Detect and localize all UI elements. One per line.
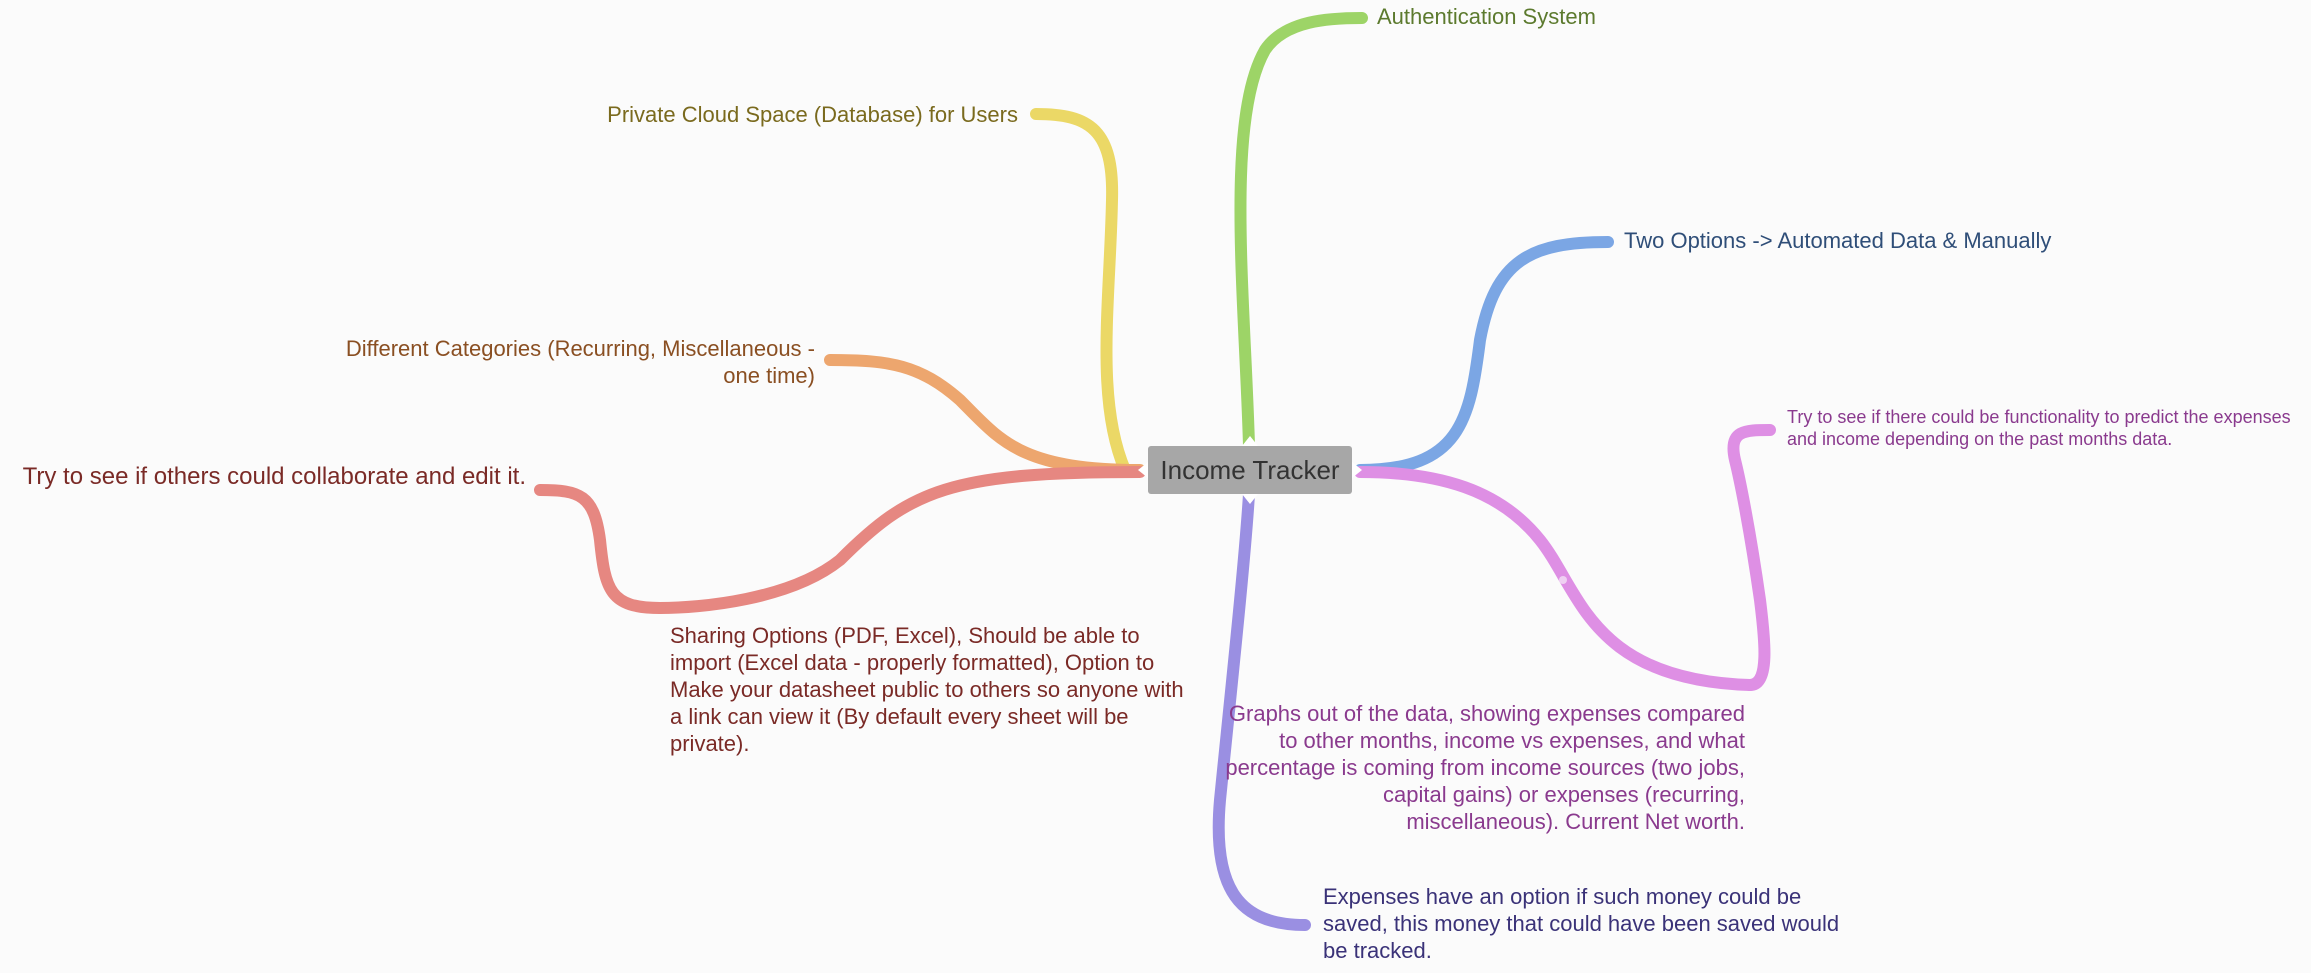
topic-different-categories[interactable]: Different Categories (Recurring, Miscell…: [345, 336, 815, 388]
topic-predict-functionality[interactable]: Try to see if there could be functionali…: [1787, 407, 2291, 449]
collapse-chevron-bottom-icon[interactable]: [1242, 494, 1258, 504]
topic-collaborate[interactable]: Try to see if others could collaborate a…: [22, 463, 526, 490]
connector-two-options: [1354, 236, 1614, 476]
connector-graphs: [1354, 466, 1756, 691]
connector-collaborate: [534, 484, 666, 614]
topic-private-cloud-space[interactable]: Private Cloud Space (Database) for Users: [607, 102, 1018, 127]
connector-predict: [1727, 424, 1776, 691]
collapse-chevron-top-icon[interactable]: [1242, 436, 1258, 446]
connector-savings: [1212, 488, 1311, 931]
topic-graphs[interactable]: Graphs out of the data, showing expenses…: [1225, 701, 1745, 834]
connector-sharing: [654, 466, 1146, 614]
connector-authentication: [1234, 12, 1368, 452]
collapse-chevron-right-icon[interactable]: [1352, 462, 1362, 478]
topic-authentication-system[interactable]: Authentication System: [1377, 4, 1596, 29]
connector-categories: [824, 354, 1146, 476]
collapse-chevron-left-icon[interactable]: [1138, 462, 1148, 478]
topic-two-options[interactable]: Two Options -> Automated Data & Manually: [1624, 228, 2052, 253]
topic-sharing-options[interactable]: Sharing Options (PDF, Excel), Should be …: [670, 623, 1184, 756]
connector-dot: [1559, 576, 1567, 584]
connector-private-cloud: [1030, 108, 1131, 476]
central-topic[interactable]: Income Tracker: [1148, 446, 1352, 494]
topic-expenses-savings[interactable]: Expenses have an option if such money co…: [1323, 884, 1840, 963]
